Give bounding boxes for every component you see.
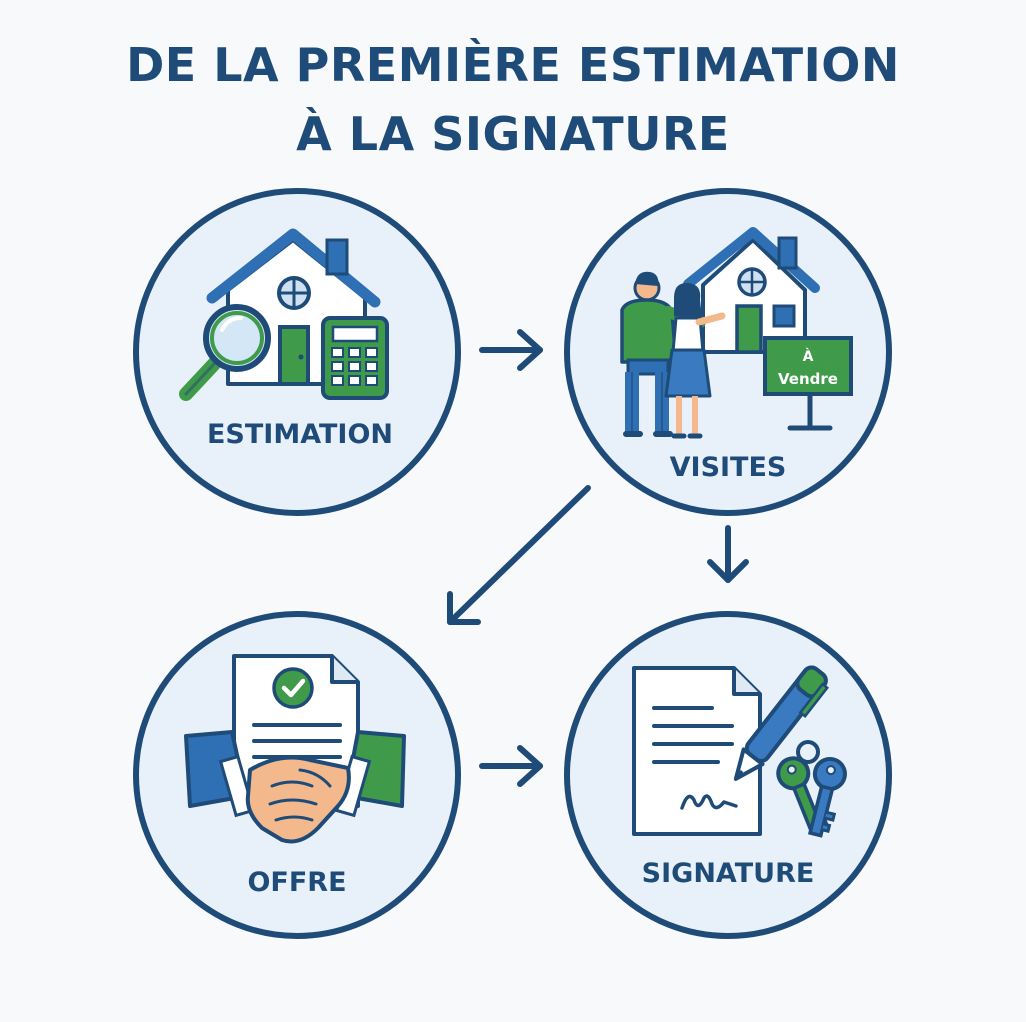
step-label-offre: OFFRE	[247, 867, 346, 898]
sign-text-line-2: Vendre	[778, 370, 838, 388]
sign-text-line-1: À	[803, 348, 814, 365]
arrow-visites-to-offre	[450, 488, 588, 622]
step-label-estimation: ESTIMATION	[207, 419, 393, 450]
arrow-visites-to-signature	[710, 528, 746, 580]
step-label-signature: SIGNATURE	[642, 858, 815, 889]
arrow-estimation-to-visites	[482, 332, 540, 368]
step-estimation: ESTIMATION	[136, 191, 458, 513]
step-label-visites: VISITES	[670, 452, 787, 483]
arrow-offre-to-signature	[482, 748, 540, 784]
contract-icon	[634, 668, 760, 834]
calculator-icon	[323, 318, 387, 398]
step-offre: OFFRE	[136, 614, 458, 936]
step-signature: SIGNATURE	[567, 614, 889, 936]
step-visites: À Vendre VISITES	[567, 191, 889, 513]
